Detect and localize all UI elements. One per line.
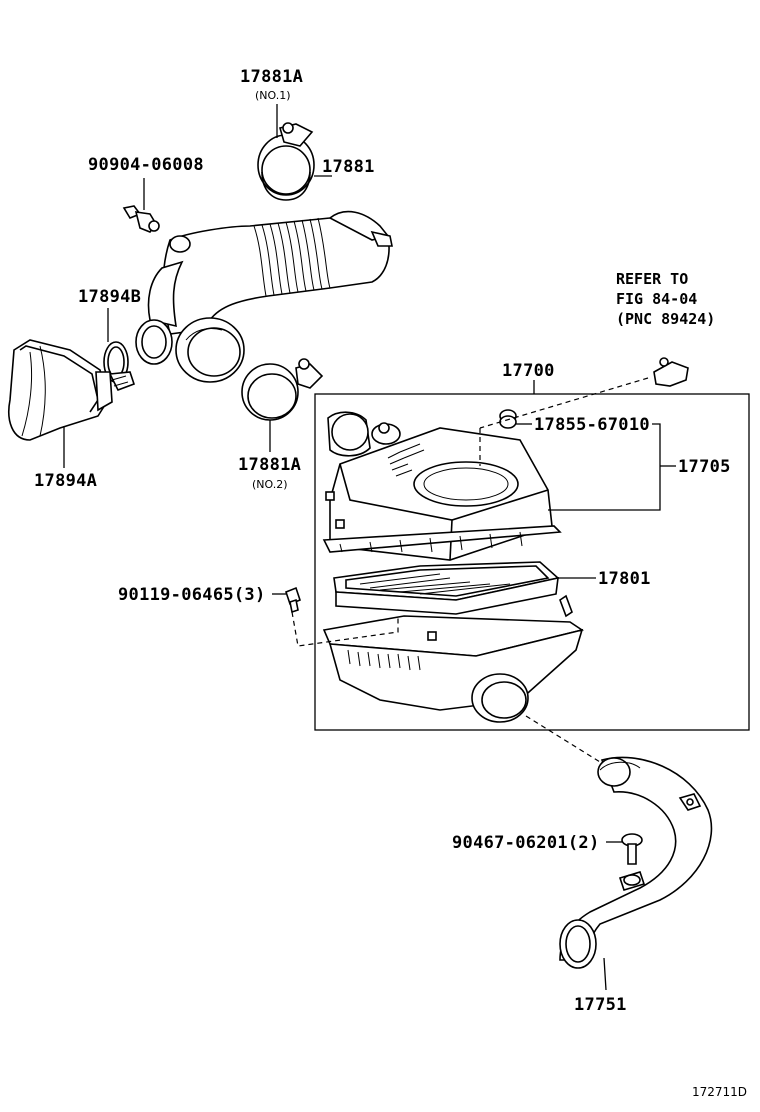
grommet-89424[interactable] xyxy=(653,357,689,387)
bolt-90119[interactable] xyxy=(285,586,301,614)
air-cleaner-cap-17705[interactable] xyxy=(322,411,562,561)
assembly-box-17700 xyxy=(314,393,750,731)
label-17881: 17881 xyxy=(322,157,375,177)
outlet-hose-17751[interactable] xyxy=(559,756,713,969)
refer-line-1: REFER TO xyxy=(616,270,688,288)
clip-17855[interactable] xyxy=(499,409,517,429)
figure-id: 172711D xyxy=(692,1085,747,1099)
label-17881A-no2: 17881A xyxy=(238,455,301,475)
hose-clamp-no2[interactable] xyxy=(241,358,324,421)
label-17801: 17801 xyxy=(598,569,651,589)
label-90467-06201: 90467-06201(2) xyxy=(452,833,600,853)
intake-hose-17881[interactable] xyxy=(135,210,393,383)
refer-line-2: FIG 84-04 xyxy=(616,290,697,308)
bolt-90467[interactable] xyxy=(621,833,643,865)
resonator-17894A[interactable] xyxy=(8,339,113,441)
label-90119-06465: 90119-06465(3) xyxy=(118,585,266,605)
air-cleaner-case[interactable] xyxy=(322,594,584,723)
note-no1: (NO.1) xyxy=(255,89,291,102)
hose-clamp-no1[interactable] xyxy=(257,122,315,201)
filter-element-17801[interactable] xyxy=(333,561,560,615)
label-90904-06008: 90904-06008 xyxy=(88,155,204,175)
refer-line-3: (PNC 89424) xyxy=(616,310,715,328)
note-no2: (NO.2) xyxy=(252,478,288,491)
sensor-bolt-90904[interactable] xyxy=(122,205,160,233)
label-17881A-no1: 17881A xyxy=(240,67,303,87)
dashed-lines xyxy=(291,377,649,763)
label-17894A: 17894A xyxy=(34,471,97,491)
label-17855-67010: 17855-67010 xyxy=(534,415,650,435)
label-17705: 17705 xyxy=(678,457,731,477)
label-17751: 17751 xyxy=(574,995,627,1015)
leader-lines xyxy=(63,104,676,991)
label-17894B: 17894B xyxy=(78,287,141,307)
label-17700: 17700 xyxy=(502,361,555,381)
